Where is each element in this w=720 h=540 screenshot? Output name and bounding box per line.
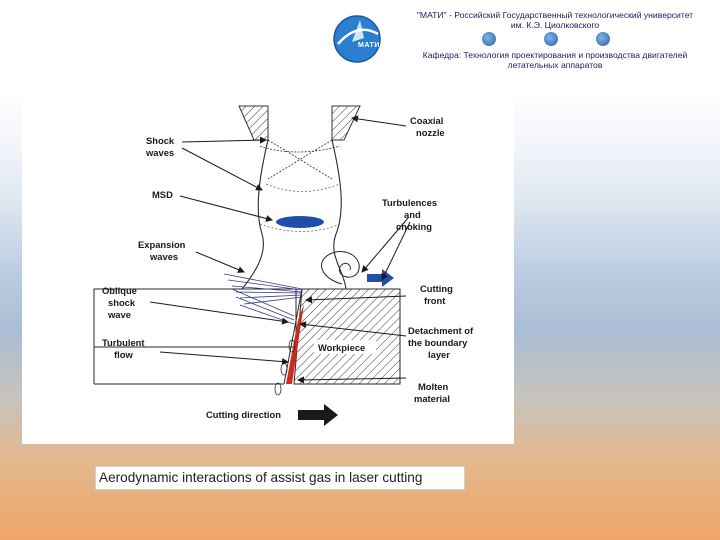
label-cutting-front: Cutting front <box>420 283 455 306</box>
department-line-2: летательных аппаратов <box>390 60 720 70</box>
diagram-svg: Coaxial nozzle Shock waves MSD Turbulenc… <box>22 84 514 444</box>
plane-icon <box>482 32 496 46</box>
turbulent-bubble <box>275 383 281 395</box>
department-line-1: Кафедра: Технология проектирования и про… <box>390 50 720 60</box>
label-molten-material: Molten material <box>414 381 451 404</box>
university-line-1: "МАТИ" - Российский Государственный техн… <box>390 10 720 20</box>
label-expansion-waves: Expansion waves <box>138 239 188 262</box>
jet-boundary-right <box>332 140 346 289</box>
plane-icon <box>544 32 558 46</box>
jet-boundary-left <box>242 140 268 289</box>
cutting-direction-arrow <box>298 404 338 426</box>
label-detachment: Detachment of the boundary layer <box>408 325 476 360</box>
header: МАТИ "МАТИ" - Российский Государственный… <box>330 0 720 82</box>
turbulent-bubble <box>281 363 287 375</box>
label-msd: MSD <box>152 189 173 200</box>
shock-lines <box>260 140 340 179</box>
label-turbulent-flow: Turbulent flow <box>102 337 147 360</box>
label-turbulences: Turbulences and choking <box>382 197 440 232</box>
nozzle-left <box>239 106 268 140</box>
label-shock-waves: Shock waves <box>145 135 177 158</box>
nozzle-right <box>332 106 360 140</box>
turbulence-swirl <box>321 252 359 284</box>
mach-disk <box>276 216 324 228</box>
laser-cutting-diagram: Coaxial nozzle Shock waves MSD Turbulenc… <box>22 84 514 444</box>
logo-text: МАТИ <box>358 42 380 49</box>
plane-icon <box>596 32 610 46</box>
university-line-2: им. К.Э. Циолковского <box>390 20 720 30</box>
university-name: "МАТИ" - Российский Государственный техн… <box>390 10 720 30</box>
label-cutting-direction: Cutting direction <box>206 409 281 420</box>
label-coaxial-nozzle: Coaxial nozzle <box>410 115 446 138</box>
university-logo <box>332 14 382 64</box>
turbulence-arrow <box>367 269 394 287</box>
department-name: Кафедра: Технология проектирования и про… <box>390 50 720 70</box>
label-oblique-shock: Oblique shock wave <box>102 285 140 320</box>
plane-icons <box>468 32 628 48</box>
figure-caption: Aerodynamic interactions of assist gas i… <box>95 466 465 490</box>
workpiece-right <box>294 289 400 384</box>
label-workpiece: Workpiece <box>318 342 365 353</box>
